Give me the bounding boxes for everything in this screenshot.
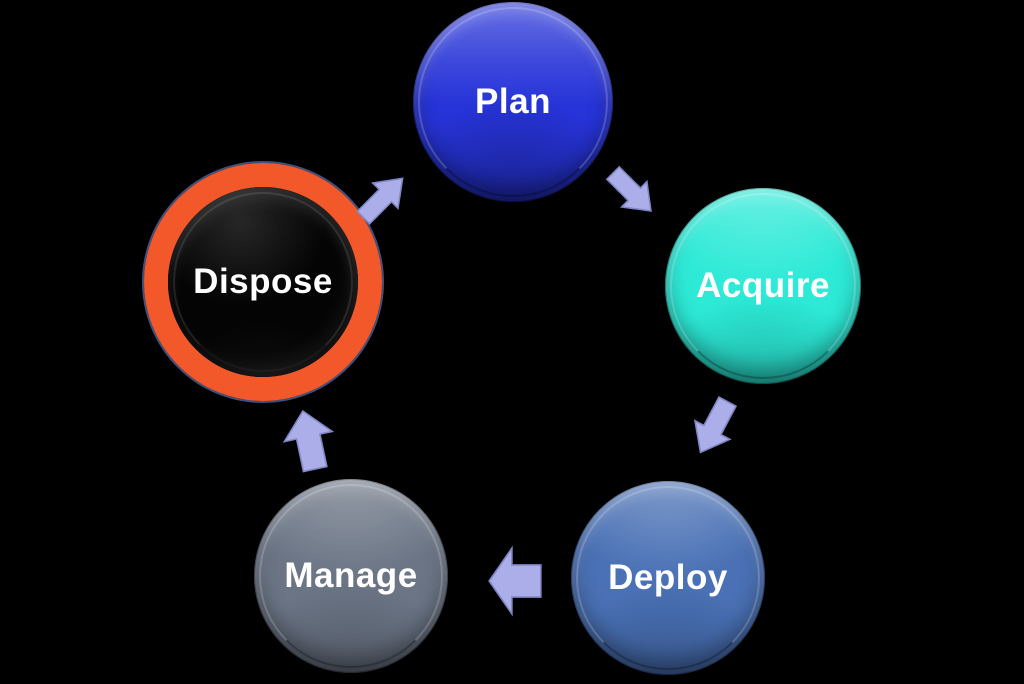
node-deploy-label: Deploy xyxy=(608,558,728,597)
node-plan-label: Plan xyxy=(475,82,551,121)
arrow-dispose-to-plan-icon xyxy=(349,164,417,232)
arrow-manage-to-dispose-icon xyxy=(277,404,341,475)
node-deploy: Deploy xyxy=(571,481,765,675)
arrow-acquire-to-deploy-icon xyxy=(681,391,746,464)
node-dispose: Dispose xyxy=(168,187,358,377)
arrow-deploy-to-manage-icon xyxy=(488,546,542,616)
node-acquire-label: Acquire xyxy=(696,266,830,305)
node-acquire: Acquire xyxy=(665,188,861,384)
node-manage: Manage xyxy=(254,479,448,673)
node-manage-label: Manage xyxy=(284,556,418,595)
node-plan: Plan xyxy=(413,2,613,202)
node-dispose-label: Dispose xyxy=(193,262,333,301)
node-dispose-ring: Dispose xyxy=(144,163,382,401)
arrow-plan-to-acquire-icon xyxy=(599,159,665,225)
